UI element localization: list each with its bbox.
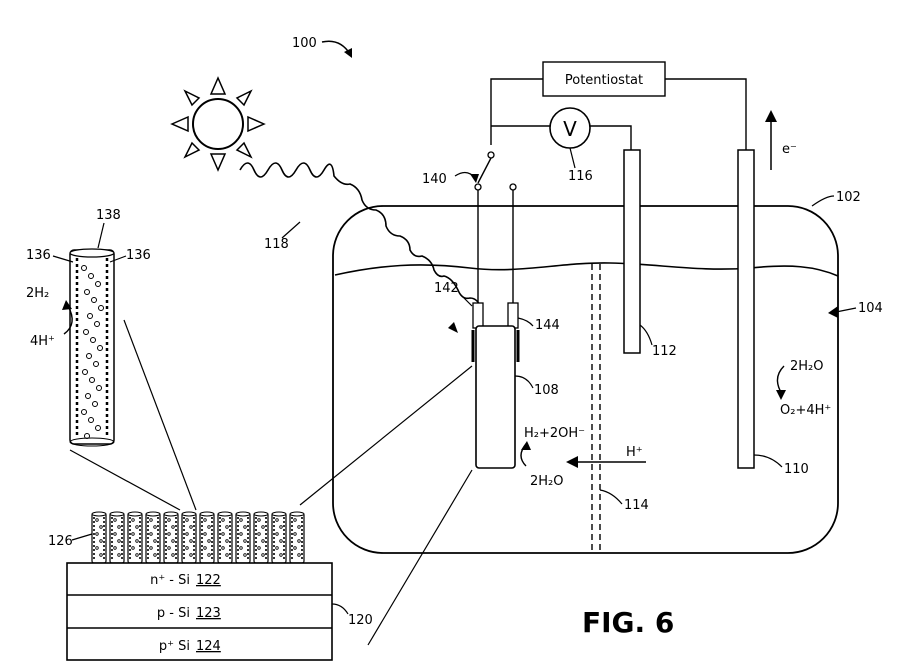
nanowire [272, 512, 286, 563]
reference-electrode-ref-label: 112 [652, 344, 677, 359]
electrolyte-surface [335, 263, 838, 276]
wire-potentiostat-right [665, 79, 746, 150]
nanowire [218, 512, 232, 563]
container-ref-label: 102 [836, 190, 861, 205]
voltmeter-label: V [563, 117, 577, 141]
lead-b [508, 303, 518, 328]
layer-1-name: n⁺ - Si [150, 573, 190, 588]
layer-2-name: p - Si [157, 606, 190, 621]
anode-reaction-arrow [777, 366, 784, 394]
counter-electrode [738, 150, 754, 468]
switch [475, 152, 516, 305]
anode-product-label: O₂+4H⁺ [780, 403, 831, 418]
nanowires-ref-label: 126 [48, 534, 73, 549]
voltmeter-ref-label: 116 [568, 169, 593, 184]
wire-reactant-label: 4H⁺ [30, 334, 55, 349]
wire-potentiostat-left [491, 79, 543, 145]
zoom-line-2 [70, 450, 180, 510]
zoom-line-4 [368, 470, 472, 645]
counter-electrode-ref-label: 110 [784, 462, 809, 477]
zoom-line-1 [124, 320, 196, 510]
layer-3-name: p⁺ Si [159, 639, 190, 654]
nanowire-array [92, 512, 304, 563]
cathode-reactant-label: 2H₂O [530, 474, 564, 489]
layer-1-ref: 122 [196, 573, 221, 588]
cathode-product-label: H₂+2OH⁻ [524, 426, 585, 441]
lead-a [473, 303, 483, 328]
potentiostat-label: Potentiostat [565, 73, 643, 88]
nanowire [146, 512, 160, 563]
light-ref-label: 118 [264, 237, 289, 252]
reference-electrode [624, 150, 640, 353]
wire-product-label: 2H₂ [26, 286, 49, 301]
electrolyte-container [333, 206, 838, 553]
nanowire [200, 512, 214, 563]
nanowire-surface-ref-label: 138 [96, 208, 121, 223]
substrate-ref-label: 120 [348, 613, 373, 628]
nanowire [236, 512, 250, 563]
nanowire [110, 512, 124, 563]
anode-reactant-label: 2H₂O [790, 359, 824, 374]
photoelectrode-ref-label: 108 [534, 383, 559, 398]
layer-3-ref: 124 [196, 639, 221, 654]
sun-icon [172, 78, 264, 170]
layer-2-ref: 123 [196, 606, 221, 621]
electron-label: e⁻ [782, 142, 797, 157]
switch-ref-label: 140 [422, 172, 447, 187]
nanowire [92, 512, 106, 563]
pores-left-ref-label: 136 [26, 248, 51, 263]
light-arrowhead [448, 322, 458, 333]
nanowire [254, 512, 268, 563]
system-ref-label: 100 [292, 36, 317, 51]
membrane-ref-label: 114 [624, 498, 649, 513]
pores-right-ref-label: 136 [126, 248, 151, 263]
lead-a-ref-label: 142 [434, 281, 459, 296]
proton-label: H⁺ [626, 445, 643, 460]
nanowire [128, 512, 142, 563]
zoom-line-3 [300, 366, 472, 505]
lead-b-ref-label: 144 [535, 318, 560, 333]
electrolyte-ref-label: 104 [858, 301, 883, 316]
photoelectrode [476, 326, 515, 468]
nanowire [290, 512, 304, 563]
figure-title: FIG. 6 [582, 606, 674, 639]
nanowire-magnified [70, 249, 114, 446]
nanowire [164, 512, 178, 563]
nanowire [182, 512, 196, 563]
